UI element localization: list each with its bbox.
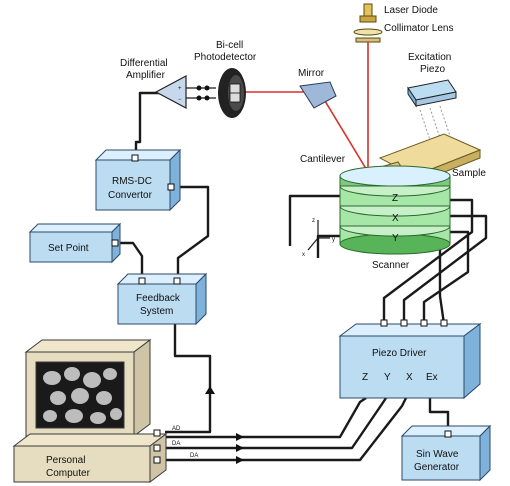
arrow-right-2 xyxy=(236,444,244,452)
collimator-lens-label: Collimator Lens xyxy=(384,23,453,34)
coord-z-label: z xyxy=(312,218,315,224)
differential-amplifier: + − Differential Amplifier xyxy=(120,58,187,109)
set-point-label: Set Point xyxy=(48,243,89,254)
collimator-lens-icon xyxy=(353,28,383,36)
arrow-up xyxy=(205,386,215,394)
scanner: Z X Y Scanner xyxy=(339,165,451,271)
arrow-right-1 xyxy=(236,433,244,441)
sample-disc-icon xyxy=(339,165,451,187)
wire-scanner-y xyxy=(422,230,470,324)
coordinate-axes-icon: z y x xyxy=(302,218,335,258)
ad-label: AD xyxy=(172,426,181,432)
piezo-vibration-icon xyxy=(419,105,451,141)
pd-z-label: Z xyxy=(362,372,368,383)
piezo-driver-box xyxy=(339,335,465,399)
wire-rms-feedback xyxy=(173,185,210,278)
bicell-label-2: Photodetector xyxy=(194,52,257,63)
amplifier-label-1: Differential xyxy=(120,58,168,69)
wire-pc-y xyxy=(165,397,387,450)
cantilever-label: Cantilever xyxy=(300,154,346,165)
sin-wave-box xyxy=(401,435,481,481)
feedback-label-1: Feedback xyxy=(136,293,181,304)
amplifier-icon xyxy=(154,75,187,109)
excitation-label-1: Excitation xyxy=(408,52,451,63)
feedback-system: Feedback System xyxy=(116,272,208,326)
coord-x-label: x xyxy=(302,252,305,258)
excitation-piezo: Excitation Piezo xyxy=(407,52,457,141)
wire-pc-x xyxy=(165,397,408,462)
pd-x-label: X xyxy=(406,372,413,383)
scanner-y-label: Y xyxy=(392,233,399,244)
wire-feedback-pc xyxy=(165,322,212,434)
sample-label: Sample xyxy=(452,168,486,179)
svg-text:−: − xyxy=(178,97,182,103)
rms-label-2: Convertor xyxy=(108,190,153,201)
wire-scanner-x xyxy=(402,214,488,324)
wire-setpoint-feedback xyxy=(118,241,144,278)
rms-dc-box xyxy=(95,159,171,211)
set-point: Set Point xyxy=(28,222,122,264)
scanner-label: Scanner xyxy=(372,260,410,271)
da1-label: DA xyxy=(172,441,180,447)
mirror-icon xyxy=(299,81,337,109)
scanner-z-label: Z xyxy=(392,193,398,204)
pd-y-label: Y xyxy=(384,372,391,383)
mirror-label: Mirror xyxy=(298,68,325,79)
pc-label-1: Personal xyxy=(46,455,85,466)
sin-label-2: Generator xyxy=(414,462,460,473)
mirror: Mirror xyxy=(298,68,337,109)
arrow-right-3 xyxy=(236,456,244,464)
set-point-box xyxy=(29,231,113,263)
bicell-label-1: Bi-cell xyxy=(216,40,243,51)
rms-label-1: RMS-DC xyxy=(112,176,152,187)
amplifier-label-2: Amplifier xyxy=(126,70,166,81)
afm-image-icon xyxy=(43,367,122,424)
laser-beam xyxy=(244,42,369,173)
sin-wave-generator: Sin Wave Generator xyxy=(400,424,492,482)
svg-text:+: + xyxy=(178,86,182,92)
wire-pc-z xyxy=(165,397,367,439)
rms-dc-convertor: RMS-DC Convertor xyxy=(94,148,182,212)
feedback-label-2: System xyxy=(140,306,173,317)
piezo-driver-label: Piezo Driver xyxy=(372,348,427,359)
wire-scanner-z xyxy=(382,198,474,324)
scanner-x-label: X xyxy=(392,213,399,224)
excitation-label-2: Piezo xyxy=(420,64,445,75)
personal-computer: Personal Computer AD DA DA xyxy=(12,339,198,483)
wire-ex-sin xyxy=(428,398,450,426)
sin-label-1: Sin Wave xyxy=(416,449,459,460)
pc-label-2: Computer xyxy=(46,468,91,479)
bicell-photodetector: Bi-cell Photodetector xyxy=(194,40,257,118)
wire-scanner-left xyxy=(288,194,340,246)
computer-base-icon xyxy=(13,445,151,483)
wire-amp-rms xyxy=(134,91,168,157)
da2-label: DA xyxy=(190,453,198,459)
piezo-driver: Piezo Driver Z Y X Ex xyxy=(338,319,482,400)
coord-y-label: y xyxy=(332,237,335,243)
pd-ex-label: Ex xyxy=(426,372,438,383)
laser-diode-label: Laser Diode xyxy=(384,5,438,16)
laser-assembly: Laser Diode Collimator Lens xyxy=(353,3,453,43)
feedback-box xyxy=(117,283,197,325)
wiring xyxy=(118,85,488,464)
